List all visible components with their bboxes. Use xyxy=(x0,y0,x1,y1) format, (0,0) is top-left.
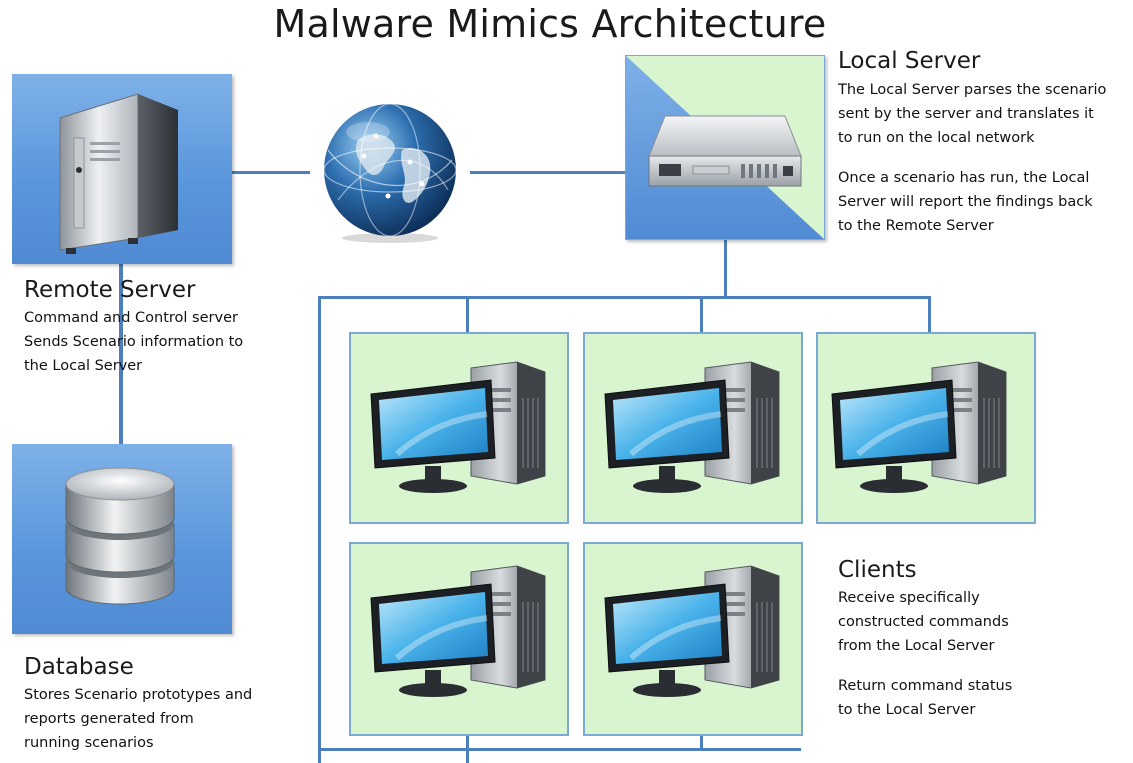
clients-line: to the Local Server xyxy=(838,702,976,718)
connector-client-bus xyxy=(318,296,930,299)
local-server-panel xyxy=(625,55,825,240)
database-line: Stores Scenario prototypes and xyxy=(24,687,253,703)
remote-server-panel xyxy=(12,74,232,264)
database-icon xyxy=(60,460,180,620)
clients-line: from the Local Server xyxy=(838,638,995,654)
local-server-line: to run on the local network xyxy=(838,130,1035,146)
diagram-title: Malware Mimics Architecture xyxy=(273,2,827,46)
remote-server-line: Command and Control server xyxy=(24,310,238,326)
remote-server-line: Sends Scenario information to xyxy=(24,334,244,350)
remote-server-line: the Local Server xyxy=(24,358,143,374)
globe-icon xyxy=(318,100,462,244)
clients-line: Return command status xyxy=(838,678,1013,694)
connector-remote-globe xyxy=(200,171,310,174)
desktop-computer-icon xyxy=(367,562,557,722)
remote-server-heading: Remote Server xyxy=(24,277,196,303)
local-server-heading: Local Server xyxy=(838,48,981,74)
desktop-computer-icon xyxy=(367,358,557,518)
client-panel-1 xyxy=(349,332,569,524)
clients-heading: Clients xyxy=(838,557,917,583)
local-server-line: sent by the server and translates it xyxy=(838,106,1094,122)
local-server-line: Once a scenario has run, the Local xyxy=(838,170,1090,186)
rack-server-icon xyxy=(645,110,805,200)
client-panel-2 xyxy=(583,332,803,524)
database-description: Stores Scenario prototypes and reports g… xyxy=(24,683,252,755)
connector-remote-database xyxy=(119,236,123,448)
database-panel xyxy=(12,444,232,634)
connector-bus-left-down xyxy=(318,296,321,763)
database-line: reports generated from xyxy=(24,711,194,727)
connector-client2 xyxy=(700,296,703,366)
remote-server-description: Command and Control server Sends Scenari… xyxy=(24,306,243,378)
client-panel-5 xyxy=(583,542,803,736)
clients-description: Receive specifically constructed command… xyxy=(838,586,1012,722)
desktop-computer-icon xyxy=(601,562,791,722)
connector-bus-right-down xyxy=(928,296,931,366)
clients-line: constructed commands xyxy=(838,614,1009,630)
connector-globe-local xyxy=(470,171,648,174)
client-panel-4 xyxy=(349,542,569,736)
client-panel-3 xyxy=(816,332,1036,524)
desktop-computer-icon xyxy=(828,358,1018,518)
tower-server-icon xyxy=(54,88,194,260)
connector-bottom-bus xyxy=(318,748,801,751)
connector-client1 xyxy=(466,296,469,366)
local-server-line: to the Remote Server xyxy=(838,218,994,234)
database-line: running scenarios xyxy=(24,735,154,751)
local-server-line: The Local Server parses the scenario xyxy=(838,82,1107,98)
desktop-computer-icon xyxy=(601,358,791,518)
local-server-description: The Local Server parses the scenario sen… xyxy=(838,78,1106,238)
database-heading: Database xyxy=(24,654,134,680)
local-server-line: Server will report the findings back xyxy=(838,194,1093,210)
connector-local-down xyxy=(724,236,727,298)
clients-line: Receive specifically xyxy=(838,590,980,606)
